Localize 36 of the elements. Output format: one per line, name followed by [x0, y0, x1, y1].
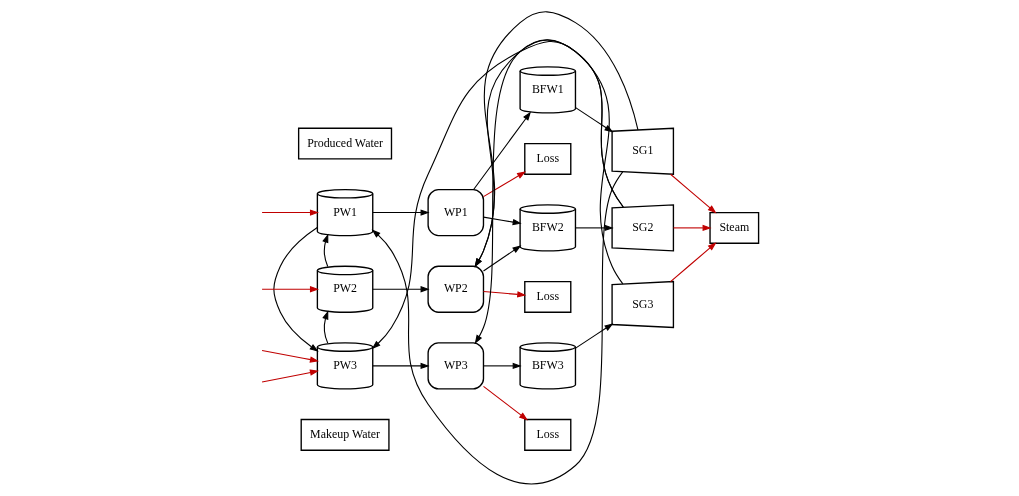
node-box: Loss — [523, 142, 571, 175]
arrow — [574, 224, 614, 232]
node-box: Loss — [523, 418, 571, 451]
arrow — [472, 111, 531, 191]
arrow — [669, 173, 717, 214]
arrow — [482, 171, 526, 198]
arrow — [321, 310, 328, 344]
arrow — [669, 242, 717, 283]
arrow — [261, 286, 319, 293]
arrow — [482, 290, 526, 298]
node-box: Produced Water — [297, 127, 392, 160]
arrow — [672, 224, 712, 232]
arrow — [371, 40, 623, 350]
arrow — [371, 171, 623, 485]
node-box: Steam — [708, 211, 759, 244]
arrow — [371, 286, 430, 293]
arrow — [371, 209, 430, 216]
arrow — [482, 362, 522, 370]
node-box: Makeup Water — [300, 418, 390, 451]
node-box: SG1 — [610, 127, 674, 175]
node-box: WP1 — [426, 188, 484, 237]
arrow — [261, 350, 319, 363]
arrow — [482, 385, 528, 421]
arrow — [371, 362, 430, 370]
node-box: SG2 — [610, 204, 674, 252]
arrow — [321, 233, 328, 268]
arrow — [261, 369, 319, 383]
node-box: WP3 — [426, 342, 484, 390]
arrow — [482, 245, 521, 272]
arrow — [574, 323, 613, 349]
node-box: Loss — [523, 280, 571, 313]
arrow — [272, 227, 319, 352]
node-box: WP2 — [426, 265, 484, 313]
node-box: SG3 — [610, 280, 674, 329]
arrow — [482, 216, 522, 226]
arrow — [261, 209, 319, 216]
